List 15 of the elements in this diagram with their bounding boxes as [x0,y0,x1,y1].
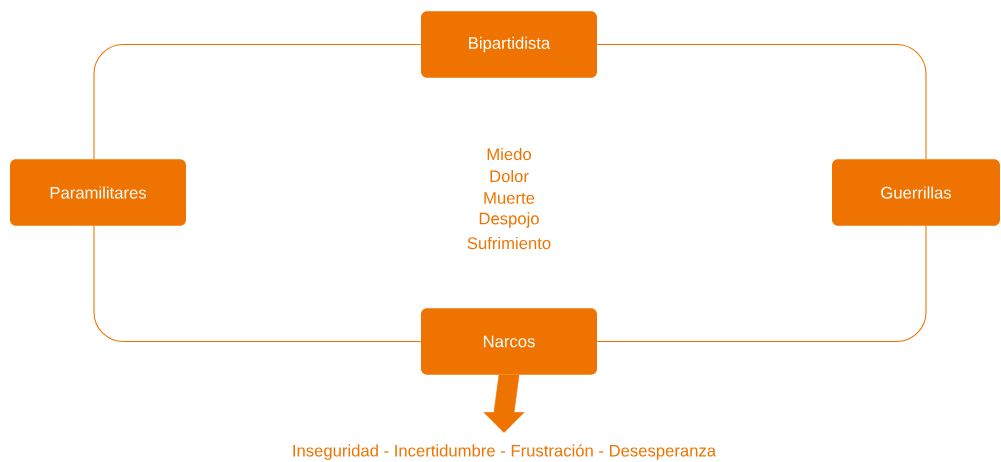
center-text: Miedo [487,147,531,161]
center-text: Sufrimiento [467,236,551,250]
outcome-text: Inseguridad - Incertidumbre - Frustración - Desesperanza [293,444,717,460]
process-box: Narcos [421,308,597,375]
block-arrow [483,374,525,433]
process-box: Bipartidista [421,11,597,78]
connector-line [596,43,927,160]
connector-line [93,225,422,343]
process-box: Guerrillas [832,159,1000,226]
center-text: Muerte [484,192,535,204]
connector-line [596,225,927,343]
center-text: Dolor [490,169,529,183]
center-text: Despojo [479,212,539,228]
process-box: Paramilitares [10,159,186,226]
connector-line [93,43,422,160]
